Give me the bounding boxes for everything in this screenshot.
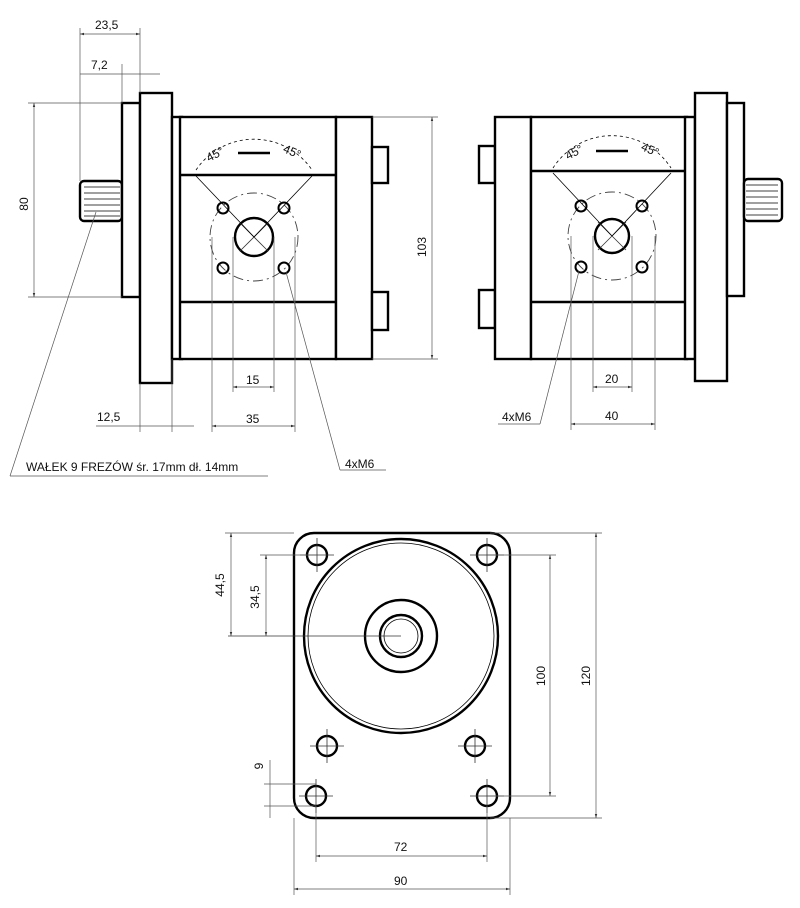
rear-cover xyxy=(493,115,533,361)
rear-lug-top xyxy=(477,144,497,185)
dim-103: 103 xyxy=(415,237,429,257)
mounting-flange xyxy=(693,91,729,383)
shaft-spline-lines xyxy=(84,186,120,217)
dim-44-5: 44,5 xyxy=(213,573,227,597)
thread-hole xyxy=(216,201,230,215)
dim-34-5: 34,5 xyxy=(248,585,262,609)
dim-80: 80 xyxy=(17,197,31,211)
thread-hole xyxy=(574,260,588,274)
thread-hole xyxy=(277,201,291,215)
rear-lug-bottom xyxy=(370,290,390,332)
port-pattern-left xyxy=(195,138,313,282)
mounting-flange xyxy=(138,91,174,385)
dim-7-2: 7,2 xyxy=(91,58,108,72)
rear-lug-top xyxy=(370,145,390,185)
pilot-collar xyxy=(725,101,746,298)
dim-120: 120 xyxy=(579,666,593,686)
thread-hole xyxy=(574,199,588,213)
thread-hole xyxy=(635,199,649,213)
dim-12-5: 12,5 xyxy=(97,410,121,424)
rear-lug-bottom xyxy=(477,288,497,330)
port-pattern-right xyxy=(552,135,672,281)
front-cover xyxy=(683,115,697,361)
flange-plate xyxy=(292,531,512,820)
pump-body xyxy=(529,115,689,361)
dim-23-5: 23,5 xyxy=(95,18,119,32)
dim-100: 100 xyxy=(534,666,548,686)
thread-hole xyxy=(216,261,230,275)
pump-body xyxy=(178,115,338,361)
pilot-collar xyxy=(120,101,142,299)
dim-20: 20 xyxy=(605,372,619,386)
shaft xyxy=(742,177,784,223)
dim-40: 40 xyxy=(605,409,619,423)
dim-90: 90 xyxy=(394,874,408,888)
thread-label-left: 4xM6 xyxy=(345,457,375,471)
dim-72: 72 xyxy=(394,840,408,854)
dim-35: 35 xyxy=(246,412,260,426)
port-opening xyxy=(233,216,275,258)
right-side-view: 45° 45° 20 40 4xM6 xyxy=(477,91,784,430)
angle-label-right: 45° xyxy=(281,142,303,162)
thread-label-right: 4xM6 xyxy=(502,410,532,424)
dim-15: 15 xyxy=(246,373,260,387)
shaft-spec-label: WAŁEK 9 FREZÓW śr. 17mm dł. 14mm xyxy=(26,459,238,474)
front-view: 44,5 34,5 9 100 120 72 90 xyxy=(213,531,602,895)
thread-hole xyxy=(277,261,291,275)
thread-hole xyxy=(635,260,649,274)
left-side-view: 45° 45° 23,5 7,2 80 103 15 12,5 xyxy=(9,18,438,477)
dim-9: 9 xyxy=(252,762,266,769)
port-opening xyxy=(593,217,631,255)
angle-label-right: 45° xyxy=(639,140,661,160)
rear-cover xyxy=(334,115,374,361)
